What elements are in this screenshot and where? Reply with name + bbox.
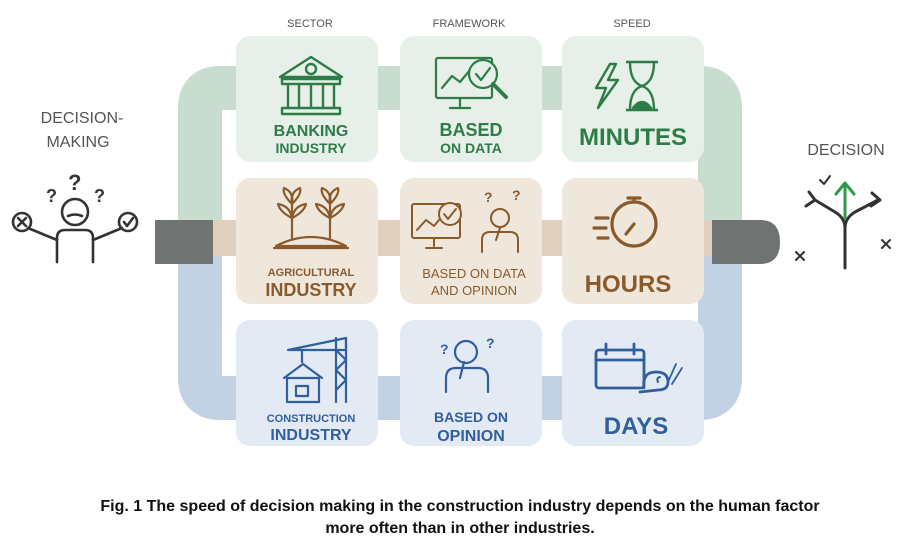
header-sector: SECTOR xyxy=(287,18,333,30)
crane-house-icon xyxy=(282,336,348,404)
minutes-label: MINUTES xyxy=(579,124,687,151)
thinker-icon xyxy=(444,339,490,394)
banking-label-1: BANKING xyxy=(274,123,349,140)
decision-making-label-1: DECISION- xyxy=(41,110,124,127)
right-connector xyxy=(712,220,780,264)
bank-icon xyxy=(278,55,344,116)
row-construction: CONSTRUCTION INDUSTRY ? ? BASED ON OPINI… xyxy=(236,320,704,446)
question-mark-icon: ? xyxy=(512,187,521,203)
row-agricultural: AGRICULTURAL INDUSTRY ? ? BASED ON DATA … xyxy=(236,178,704,304)
lightning-hourglass-icon xyxy=(594,60,658,112)
data-opinion-label-1: BASED ON DATA xyxy=(422,266,526,281)
decision-label: DECISION xyxy=(807,142,884,159)
calendar-snail-icon xyxy=(594,342,683,394)
card-banking-speed xyxy=(562,36,704,162)
construction-label-2: INDUSTRY xyxy=(270,427,352,444)
agricultural-label-1: AGRICULTURAL xyxy=(268,267,355,279)
opinion-label-1: BASED ON xyxy=(434,409,508,425)
data-thinker-icon xyxy=(411,202,519,253)
question-mark-icon: ? xyxy=(440,341,449,357)
caption-line-1: Fig. 1 The speed of decision making in t… xyxy=(100,498,820,515)
agricultural-label-2: INDUSTRY xyxy=(265,280,356,300)
card-agricultural-speed xyxy=(562,178,704,304)
card-construction-sector xyxy=(236,320,378,446)
card-banking-sector xyxy=(236,36,378,162)
based-on-data-label-1: BASED xyxy=(439,120,502,140)
based-on-data-label-2: ON DATA xyxy=(440,140,502,156)
question-mark-icon: ? xyxy=(46,186,57,206)
card-agricultural-framework xyxy=(400,178,542,304)
construction-label-1: CONSTRUCTION xyxy=(267,413,356,425)
question-mark-icon: ? xyxy=(68,170,81,195)
card-construction-framework xyxy=(400,320,542,446)
confused-person-icon xyxy=(11,197,139,264)
data-opinion-label-2: AND OPINION xyxy=(431,283,517,298)
banking-label-2: INDUSTRY xyxy=(275,140,347,156)
question-mark-icon: ? xyxy=(94,186,105,206)
row-banking: BANKING INDUSTRY BASED ON DATA MINUTES xyxy=(236,36,704,162)
hours-label: HOURS xyxy=(585,271,672,298)
split-arrows-icon xyxy=(795,175,891,270)
figure-caption: Fig. 1 The speed of decision making in t… xyxy=(0,496,920,540)
question-mark-icon: ? xyxy=(486,335,495,351)
header-framework: FRAMEWORK xyxy=(433,18,506,30)
header-speed: SPEED xyxy=(613,18,650,30)
decision-block: DECISION xyxy=(795,142,891,270)
left-connector xyxy=(155,220,213,264)
days-label: DAYS xyxy=(604,413,668,440)
decision-making-block: DECISION- MAKING ? ? ? xyxy=(11,110,139,264)
decision-making-label-2: MAKING xyxy=(46,134,109,151)
caption-line-2: more often than in other industries. xyxy=(325,520,595,537)
stopwatch-icon xyxy=(592,196,658,248)
question-mark-icon: ? xyxy=(484,189,493,205)
opinion-label-2: OPINION xyxy=(437,428,505,445)
plants-icon xyxy=(272,186,350,250)
data-monitor-icon xyxy=(434,56,508,110)
